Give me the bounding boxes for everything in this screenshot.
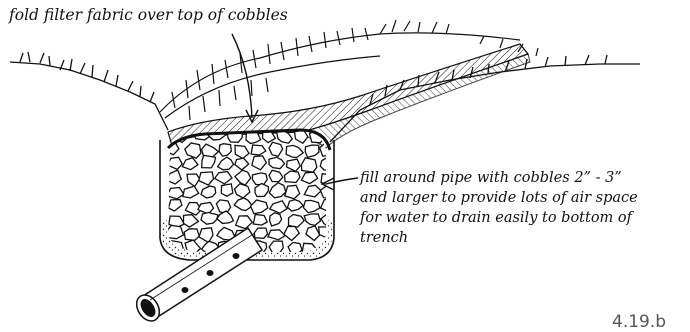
- cobble-stone: [235, 145, 249, 158]
- cobble-stone: [218, 157, 234, 170]
- cobble-stone: [301, 172, 317, 183]
- fill-pipe-callout-line-1: fill around pipe with cobbles 2” - 3”: [360, 168, 638, 188]
- cobble-stone: [198, 203, 214, 215]
- fold-fabric-leader: [232, 34, 252, 118]
- cobble-stone: [253, 215, 267, 226]
- cobble-stone: [199, 172, 214, 185]
- cobble-stone: [185, 143, 201, 158]
- cobble-stone: [217, 211, 234, 223]
- cobble-stone: [236, 216, 253, 229]
- cobble-stone: [219, 144, 231, 157]
- cobble-stone: [235, 158, 249, 170]
- cobble-stone: [183, 186, 199, 198]
- cobble-stone: [285, 171, 300, 183]
- cobble-stone: [304, 214, 320, 226]
- cobble-stone: [235, 170, 251, 185]
- cobble-stone: [167, 188, 184, 199]
- cobble-stone: [269, 183, 286, 198]
- fold-fabric-callout: fold filter fabric over top of cobbles: [9, 6, 288, 24]
- cobble-stone: [288, 200, 304, 212]
- cobble-stone: [167, 170, 181, 184]
- cobble-stone: [182, 158, 198, 170]
- fill-pipe-callout: fill around pipe with cobbles 2” - 3” an…: [360, 168, 638, 248]
- cobble-stone: [289, 215, 305, 228]
- cobble-stone: [184, 229, 199, 241]
- cobble-stone: [306, 226, 320, 241]
- perforated-pipe: [132, 228, 262, 325]
- cobble-stone: [286, 145, 303, 157]
- cobble-stone: [287, 159, 301, 171]
- cobble-stone: [252, 156, 266, 170]
- cobble-stone: [269, 157, 285, 168]
- cobble-stone: [305, 145, 319, 157]
- cobble-stone: [254, 228, 267, 238]
- cobble-stone: [201, 186, 216, 198]
- cobble-stone: [169, 200, 182, 211]
- cobble-stone: [255, 184, 268, 197]
- cobble-stone: [184, 215, 199, 227]
- cobble-stone: [199, 228, 213, 243]
- fill-pipe-callout-line-3: for water to drain easily to bottom of: [360, 208, 638, 228]
- cobble-stone: [303, 200, 319, 212]
- cobble-stone: [252, 173, 267, 185]
- fill-pipe-callout-line-4: trench: [360, 228, 638, 248]
- figure-number: 4.19.b: [612, 312, 666, 332]
- cobble-stone: [251, 145, 266, 155]
- cobble-stone: [304, 185, 321, 197]
- cobble-stone: [270, 201, 287, 213]
- cobble-stone: [277, 131, 293, 143]
- cobble-stone: [251, 200, 268, 214]
- cobble-stone: [201, 213, 218, 225]
- cobble-stone: [202, 155, 216, 168]
- cobble-stone: [235, 184, 250, 198]
- fill-pipe-callout-line-2: and larger to provide lots of air space: [360, 188, 638, 208]
- cobble-stone: [269, 170, 283, 181]
- cobble-stone: [221, 184, 233, 196]
- cobble-stone: [216, 200, 230, 214]
- cobble-stone: [268, 230, 285, 240]
- cobble-stone: [285, 185, 300, 199]
- cobble-stone: [269, 142, 283, 156]
- cobble-stone: [284, 226, 299, 240]
- cobble-stone: [270, 213, 282, 226]
- cobble-stone: [168, 157, 183, 169]
- cobble-stone: [215, 172, 232, 184]
- cobble-stone: [302, 158, 317, 172]
- cobble-stone: [187, 174, 200, 187]
- cobble-stone: [234, 198, 252, 211]
